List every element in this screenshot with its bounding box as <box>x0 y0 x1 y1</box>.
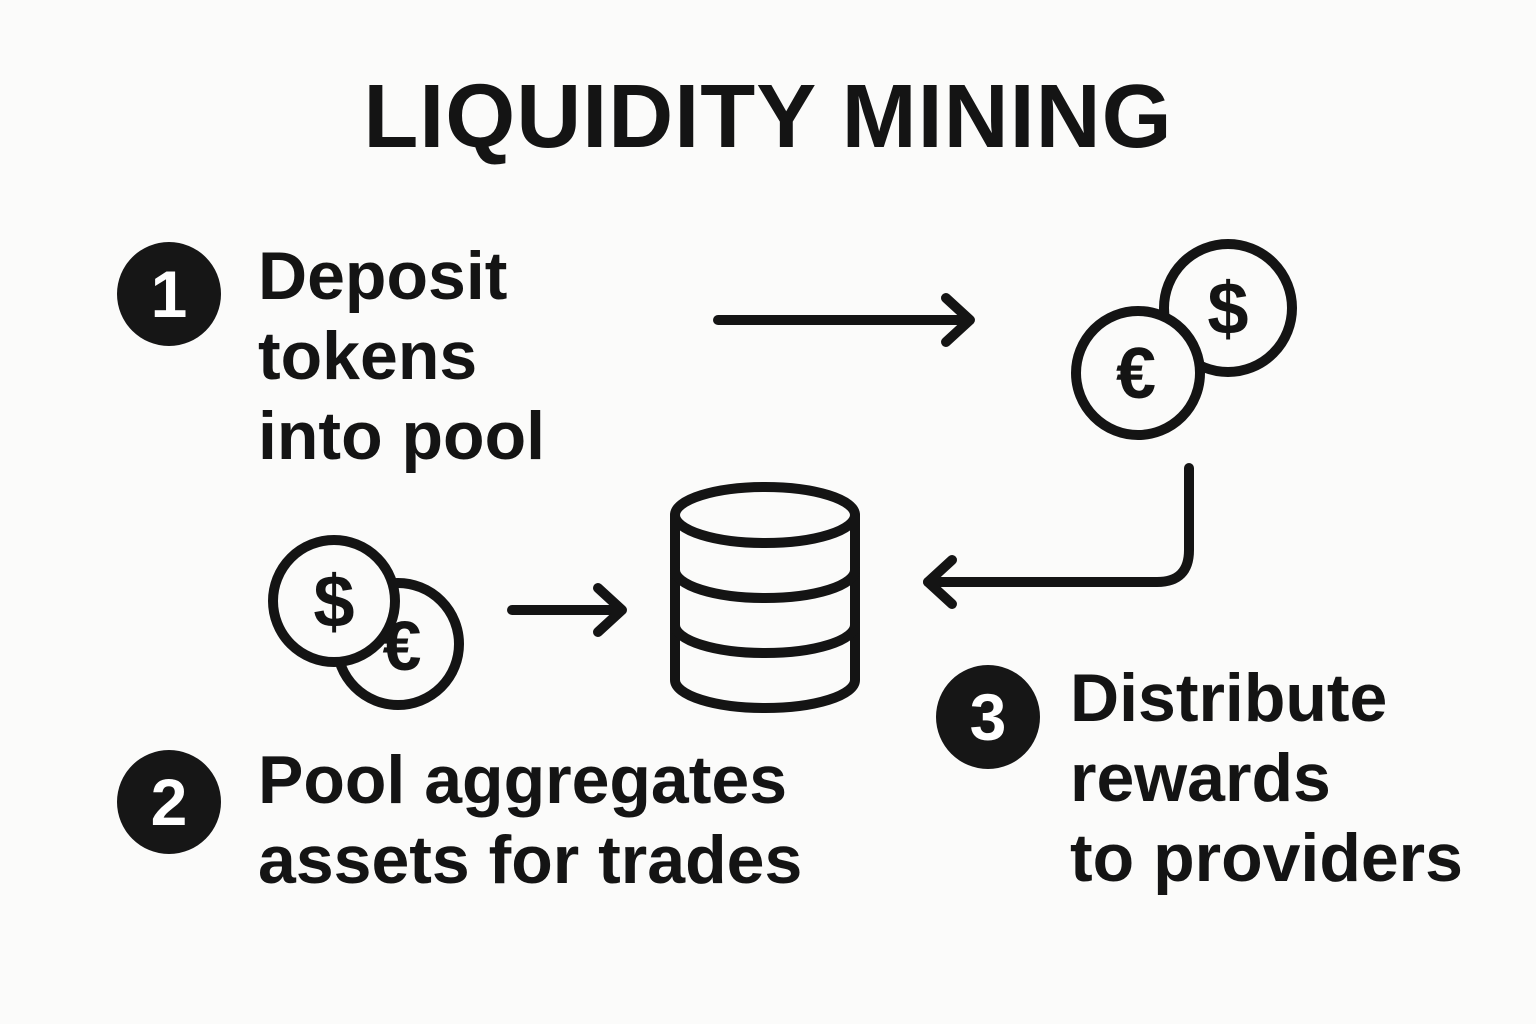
deposit-coins-icon: € $ <box>268 535 464 710</box>
reward-coins-icon: $ € <box>1071 239 1297 440</box>
step-2-label: Pool aggregates assets for trades <box>258 740 802 900</box>
reward-euro-symbol: € <box>1116 334 1156 414</box>
step-1-line-3: into pool <box>258 398 546 474</box>
arrow-right-icon <box>713 293 975 347</box>
step-3-label: Distribute rewards to providers <box>1070 658 1463 898</box>
step-1-label: Deposit tokens into pool <box>258 236 545 476</box>
arrow-right-icon <box>507 583 627 637</box>
reward-dollar-symbol: $ <box>1207 267 1248 350</box>
step-1-line-1: Deposit <box>258 238 508 314</box>
step-3-badge: 3 <box>936 665 1040 769</box>
step-3-line-1: Distribute <box>1070 660 1388 736</box>
step-2-line-1: Pool aggregates <box>258 742 788 818</box>
step-3-line-3: to providers <box>1070 820 1463 896</box>
deposit-dollar-symbol: $ <box>313 560 354 643</box>
database-icon <box>670 482 860 713</box>
diagram-title: LIQUIDITY MINING <box>363 67 1173 167</box>
step-1-badge: 1 <box>117 242 221 346</box>
step-1-line-2: tokens <box>258 318 478 394</box>
step-3-line-2: rewards <box>1070 740 1331 816</box>
step-2-badge: 2 <box>117 750 221 854</box>
step-2-line-2: assets for trades <box>258 822 803 898</box>
arrow-return-icon <box>923 463 1194 609</box>
